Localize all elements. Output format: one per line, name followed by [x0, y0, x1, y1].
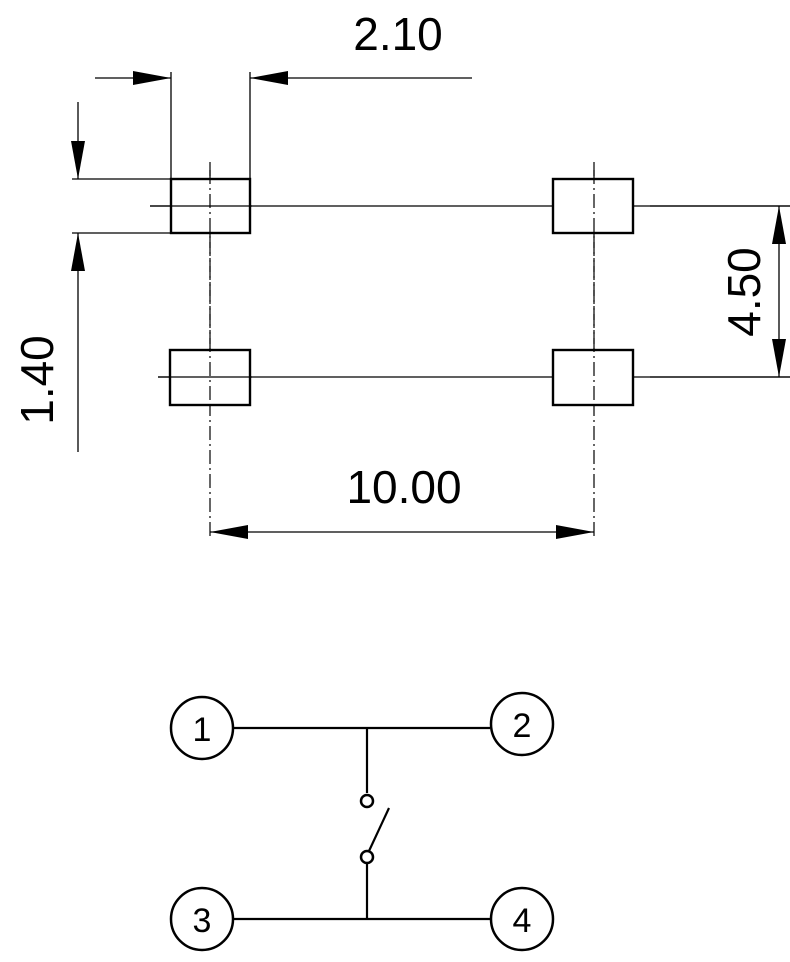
pin-number: 4 — [513, 902, 532, 940]
pin-number: 2 — [513, 707, 532, 745]
pin-4: 4 — [489, 886, 555, 952]
switch-contact-top — [359, 793, 375, 809]
pin-1: 1 — [169, 695, 235, 761]
dimension-label-column-pitch: 10.00 — [346, 461, 461, 513]
arrowhead-left — [250, 71, 288, 85]
arrowhead-right — [133, 71, 171, 85]
pin-circle — [169, 695, 235, 761]
dimension-label-row-pitch: 4.50 — [718, 247, 770, 337]
pin-circle — [169, 886, 235, 952]
arrowhead-left — [210, 525, 248, 539]
pin-2: 2 — [489, 691, 555, 757]
pin-3: 3 — [169, 886, 235, 952]
solder-pads — [150, 170, 635, 410]
arrowhead-down — [71, 141, 85, 179]
dimension-column-pitch: 10.00 — [210, 461, 594, 539]
dimension-pad-width: 2.10 — [95, 8, 472, 232]
arrowhead-up — [772, 206, 786, 244]
arrowhead-down — [772, 339, 786, 377]
arrowhead-up — [71, 233, 85, 271]
pin-number: 1 — [193, 711, 212, 749]
dimension-label-pad-width: 2.10 — [353, 8, 443, 60]
dimension-pad-height: 1.40 — [11, 102, 171, 452]
pin-circle — [489, 886, 555, 952]
dimension-row-pitch: 4.50 — [650, 205, 790, 378]
switch-contact-bottom — [359, 849, 375, 865]
pin-number: 3 — [193, 902, 212, 940]
pad-top-right — [551, 177, 635, 235]
switch-schematic: 1 2 3 4 — [169, 691, 555, 952]
dimension-label-pad-height: 1.40 — [11, 335, 63, 425]
arrowhead-right — [556, 525, 594, 539]
pin-circle — [489, 691, 555, 757]
switch-lever — [368, 807, 390, 852]
pad-bottom-right — [551, 348, 635, 407]
